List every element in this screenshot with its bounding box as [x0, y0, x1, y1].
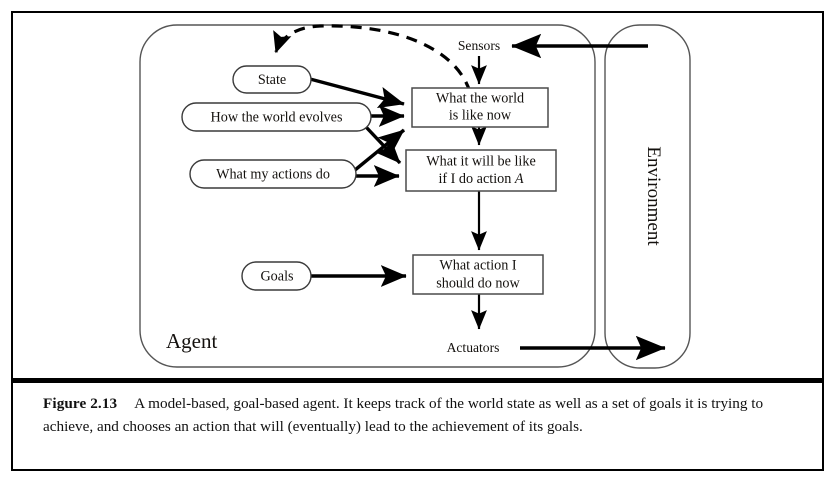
process-box-world-now-line1: What the world [436, 90, 524, 106]
knowledge-node-state-label: State [258, 72, 286, 88]
edge-world-now-to-state-dashed [273, 24, 472, 93]
process-box-world-now[interactable]: What the world is like now [411, 87, 549, 128]
sensors-label: Sensors [458, 38, 500, 53]
process-box-action-choice-line2: should do now [436, 275, 520, 291]
process-box-world-after-action[interactable]: What it will be like if I do action A [405, 149, 557, 192]
knowledge-node-world-evolves-label: How the world evolves [211, 109, 343, 125]
process-box-action-choice[interactable]: What action I should do now [412, 254, 544, 295]
knowledge-node-goals[interactable]: Goals [241, 261, 312, 291]
process-box-action-choice-line1: What action I [439, 257, 516, 273]
caption-text: A model-based, goal-based agent. It keep… [43, 395, 764, 436]
actuators-label: Actuators [447, 340, 500, 355]
edge-my-actions-to-world-now [353, 128, 406, 172]
knowledge-node-state[interactable]: State [232, 65, 312, 94]
edge-state-to-world-now [309, 77, 405, 109]
environment-label: Environment [643, 146, 664, 246]
caption-divider-rule [11, 378, 824, 383]
agent-architecture-diagram: What the world is like now What it will … [139, 24, 691, 369]
process-box-world-now-line2: is like now [449, 107, 512, 123]
process-box-world-after-action-line1: What it will be like [426, 153, 536, 169]
knowledge-node-goals-label: Goals [260, 268, 294, 284]
figure-number: Figure 2.13 [43, 395, 118, 412]
figure-border [11, 11, 824, 471]
environment-container [604, 24, 691, 369]
knowledge-node-my-actions[interactable]: What my actions do [189, 159, 357, 189]
process-box-world-after-action-line2: if I do action A [438, 171, 523, 187]
agent-label: Agent [166, 329, 217, 353]
knowledge-node-world-evolves[interactable]: How the world evolves [181, 102, 372, 132]
agent-container [139, 24, 596, 368]
knowledge-node-my-actions-label: What my actions do [216, 166, 330, 182]
